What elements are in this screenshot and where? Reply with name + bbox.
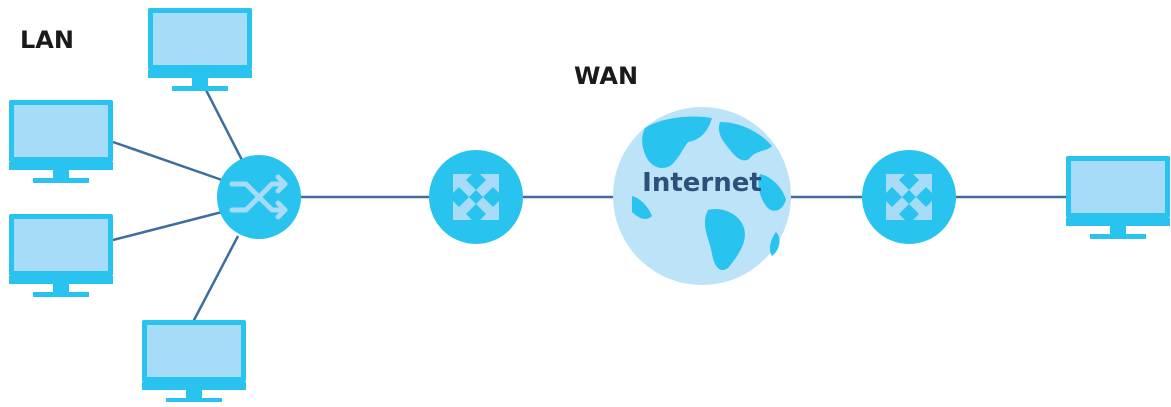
internet-label: Internet: [642, 168, 762, 198]
wan-label: WAN: [574, 62, 639, 90]
link-pc-top-to-switch: [203, 87, 246, 165]
monitor-icon: [142, 320, 246, 403]
monitor-icon: [9, 100, 113, 183]
monitor-icon: [148, 8, 252, 91]
globe-icon: [613, 107, 791, 285]
lan-label: LAN: [20, 26, 74, 54]
switch-icon: [217, 155, 301, 239]
monitor-icon: [9, 214, 113, 297]
router-icon: [862, 150, 956, 244]
link-pc-left-2-to-switch: [112, 210, 223, 242]
monitor-icon: [1066, 156, 1170, 239]
router-icon: [429, 150, 523, 244]
links: [112, 87, 1070, 323]
link-pc-left-1-to-switch: [112, 140, 223, 182]
link-pc-bottom-to-switch: [191, 235, 240, 323]
